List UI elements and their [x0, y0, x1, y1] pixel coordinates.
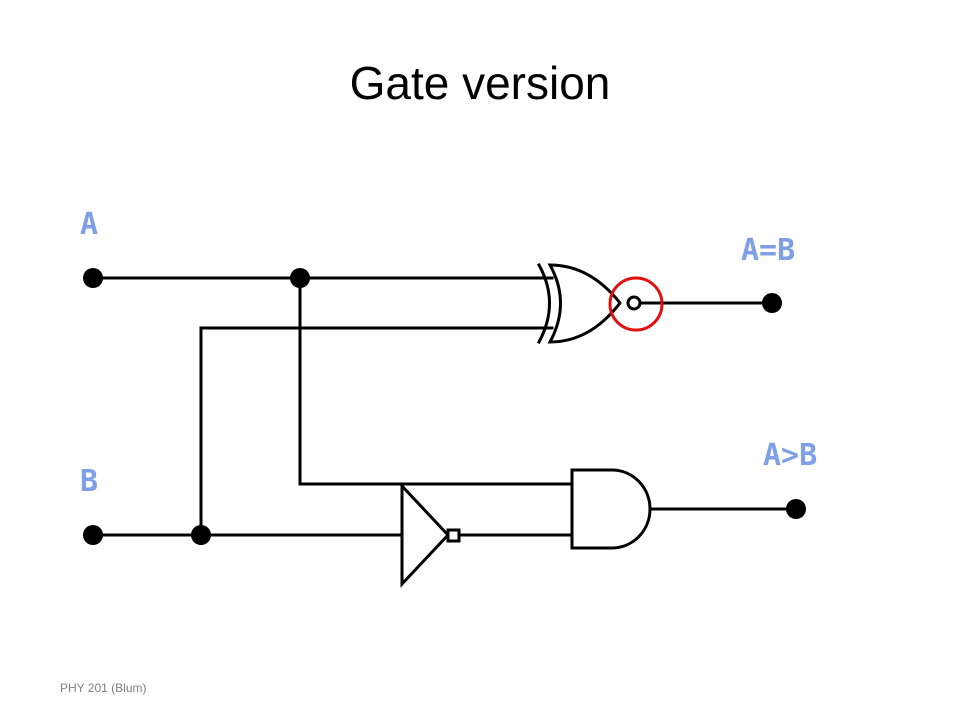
input-b-terminal [83, 525, 103, 545]
not-gate-body [400, 482, 451, 588]
output-greater-terminal [786, 499, 806, 519]
and-gate [570, 468, 652, 550]
highlight-circle [608, 276, 664, 332]
and-gate-body [570, 468, 652, 550]
wire-a-to-and [298, 276, 574, 486]
xnor-gate [536, 262, 642, 345]
slide-footer: PHY 201 (Blum) [60, 681, 147, 695]
slide-title: Gate version [349, 57, 611, 109]
xnor-inverter-bubble [626, 295, 642, 311]
connection-nodes [83, 268, 806, 545]
junction-node-b [191, 525, 211, 545]
wire-b-to-xnor [199, 326, 554, 535]
xnor-gate-input-curve [536, 262, 551, 345]
output-greater-label: A>B [763, 438, 817, 473]
input-a-label: A [80, 207, 98, 242]
junction-node-a [290, 268, 310, 288]
xnor-gate-body [547, 263, 622, 344]
wires [91, 276, 798, 537]
input-b-label: B [80, 464, 98, 499]
input-a-terminal [83, 268, 103, 288]
output-equal-terminal [762, 293, 782, 313]
not-gate [400, 482, 461, 588]
output-equal-label: A=B [741, 233, 795, 268]
not-inverter-bubble [446, 528, 461, 543]
